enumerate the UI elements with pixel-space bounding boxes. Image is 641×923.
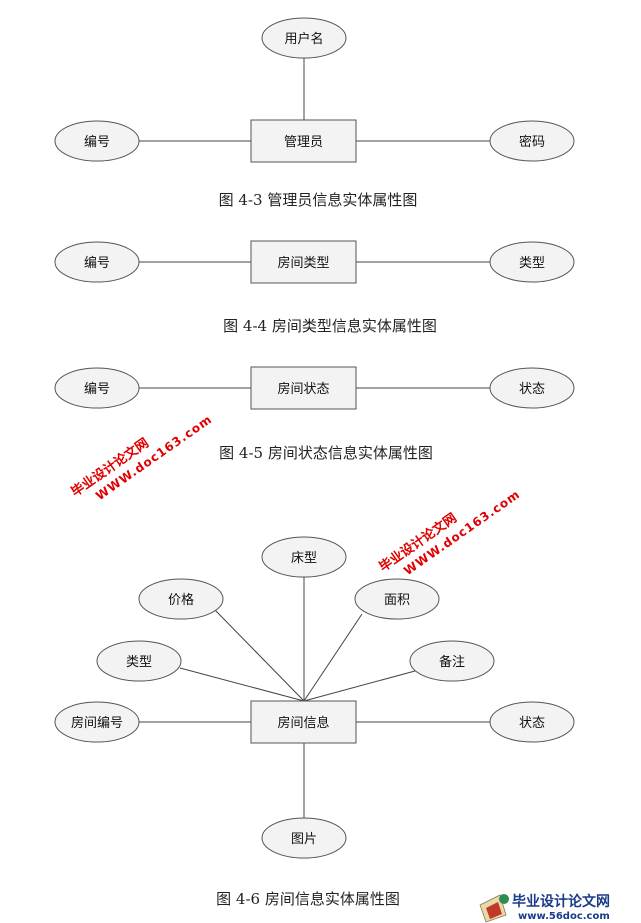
attr-admin-id xyxy=(54,120,140,162)
caption-4-5: 图 4-5 房间状态信息实体属性图 xyxy=(219,444,433,462)
entity-room-status-label: 房间状态 xyxy=(277,381,329,397)
attr-remark xyxy=(409,640,495,682)
entity-admin-label: 管理员 xyxy=(284,135,323,150)
attr-price-label: 价格 xyxy=(168,592,194,608)
entity-room-type xyxy=(250,240,357,284)
figure-4-6: 房间信息 床型 价格 面积 类型 备注 房间编号 状态 图片 图 4-6 房间信… xyxy=(54,536,575,908)
attr-picture-label: 图片 xyxy=(291,832,317,847)
attr-room-type-label: 类型 xyxy=(126,655,152,670)
entity-room-type-label: 房间类型 xyxy=(277,255,329,271)
attr-room-number xyxy=(54,701,140,743)
attr-area-label: 面积 xyxy=(384,593,410,608)
figure-4-4: 房间类型 编号 类型 图 4-4 房间类型信息实体属性图 xyxy=(54,240,575,335)
book-logo-icon xyxy=(479,894,509,923)
attr-admin-id-label: 编号 xyxy=(84,135,110,150)
attr-roomtype-id xyxy=(54,241,140,283)
attr-room-status xyxy=(489,701,575,743)
attr-price xyxy=(138,578,224,620)
attr-roomstatus-id xyxy=(54,367,140,409)
attr-room-type xyxy=(96,640,182,682)
entity-room-info-label: 房间信息 xyxy=(277,715,329,731)
link-roominfo-remark xyxy=(303,670,416,702)
attr-roomstatus-status xyxy=(489,367,575,409)
attr-roomstatus-status-label: 状态 xyxy=(519,382,545,397)
watermark-right: 毕业设计论文网 WWW.doc163.com xyxy=(376,487,523,578)
watermark-left: 毕业设计论文网 WWW.doc163.com xyxy=(68,412,215,503)
attr-room-status-label: 状态 xyxy=(519,716,545,731)
attr-remark-label: 备注 xyxy=(439,654,465,670)
attr-roomtype-type xyxy=(489,241,575,283)
link-roominfo-price xyxy=(214,609,305,702)
entity-room-info xyxy=(250,700,357,744)
entity-room-status xyxy=(250,366,357,410)
attr-area xyxy=(354,578,440,620)
attr-roomtype-id-label: 编号 xyxy=(84,256,110,271)
attr-bed-type xyxy=(261,536,347,578)
figure-4-3: 管理员 用户名 编号 密码 图 4-3 管理员信息实体属性图 xyxy=(54,17,575,209)
link-roominfo-type xyxy=(179,667,305,702)
caption-4-6: 图 4-6 房间信息实体属性图 xyxy=(216,890,400,908)
logo-text-cn: 毕业设计论文网 xyxy=(512,893,610,910)
attr-username xyxy=(261,17,347,59)
attr-bed-type-label: 床型 xyxy=(291,551,317,566)
attr-password-label: 密码 xyxy=(519,134,545,150)
site-logo: 毕业设计论文网 www.56doc.com xyxy=(479,893,610,923)
caption-4-4: 图 4-4 房间类型信息实体属性图 xyxy=(223,317,437,335)
logo-text-url: www.56doc.com xyxy=(518,911,610,922)
attr-roomtype-type-label: 类型 xyxy=(519,256,545,271)
attr-picture xyxy=(261,817,347,859)
link-roominfo-area xyxy=(303,613,363,702)
figure-4-5: 房间状态 编号 状态 图 4-5 房间状态信息实体属性图 xyxy=(54,366,575,462)
attr-username-label: 用户名 xyxy=(284,31,323,47)
attr-roomstatus-id-label: 编号 xyxy=(84,382,110,397)
entity-admin xyxy=(250,119,357,163)
attr-room-number-label: 房间编号 xyxy=(71,715,123,731)
attr-password xyxy=(489,120,575,162)
caption-4-3: 图 4-3 管理员信息实体属性图 xyxy=(219,191,418,209)
